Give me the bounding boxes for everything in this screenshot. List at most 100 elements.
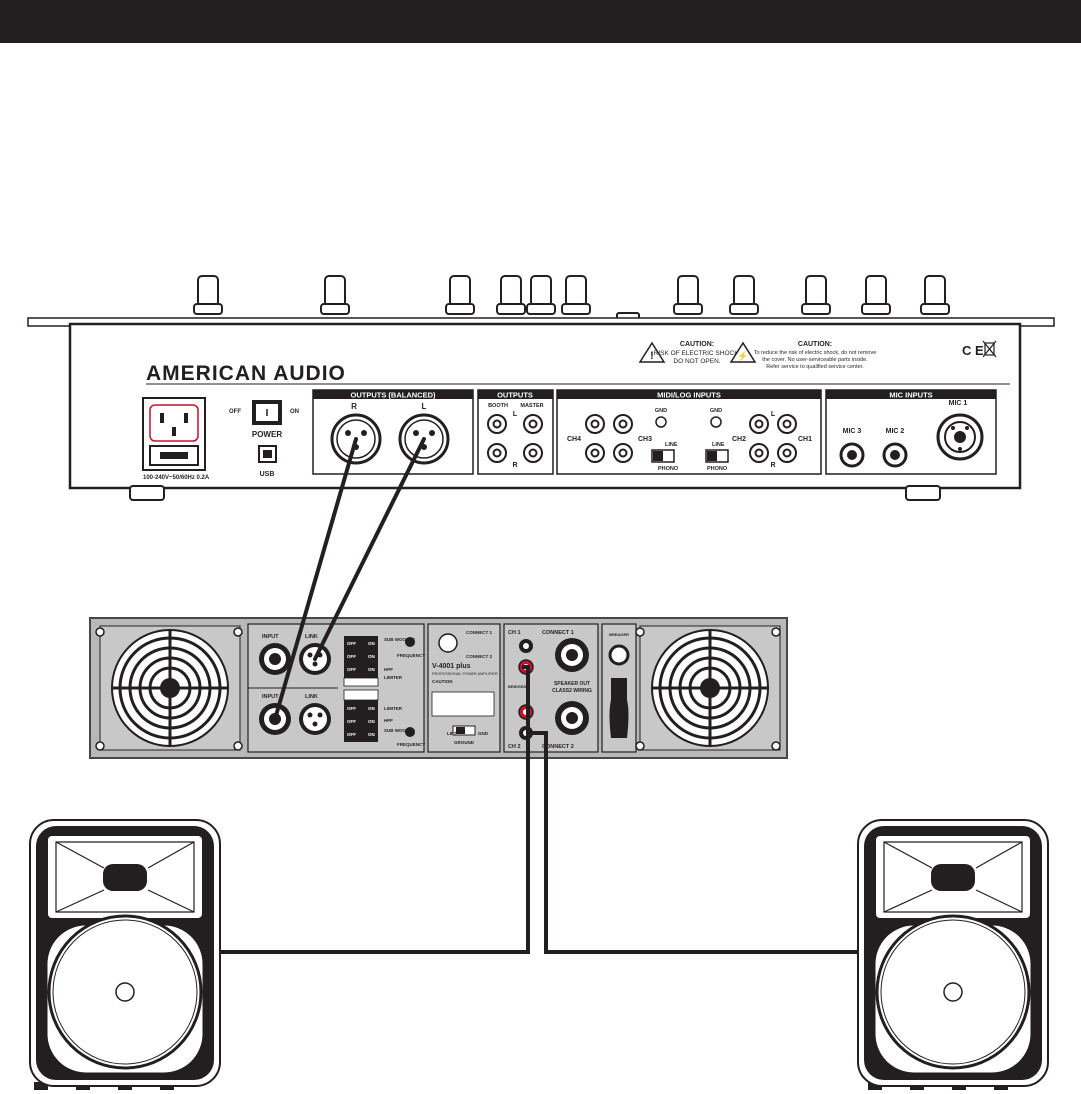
amp-frequency-knob-ch1[interactable] (405, 637, 415, 647)
svg-text:OFF: OFF (347, 667, 356, 672)
mixer-knob[interactable] (193, 275, 223, 315)
mic-inputs-section: MIC INPUTS MIC 3 MIC 2 MIC 1 (825, 389, 997, 475)
svg-text:BREAKER: BREAKER (609, 632, 629, 637)
svg-text:GND: GND (478, 731, 489, 736)
caution-service: CAUTION: To reduce the risk of electric … (754, 341, 877, 370)
svg-text:ON: ON (368, 667, 375, 672)
ground-terminal-right[interactable] (710, 416, 722, 428)
svg-text:LIFT: LIFT (447, 731, 457, 736)
amp-screws (95, 627, 781, 751)
mixer-brand: AMERICAN AUDIO (146, 362, 346, 385)
svg-text:FREQUENCY: FREQUENCY (397, 742, 425, 747)
jack-mic3[interactable] (839, 442, 865, 468)
svg-text:LINK: LINK (305, 634, 318, 640)
svg-text:GROUND: GROUND (454, 740, 475, 745)
svg-text:ON: ON (368, 641, 375, 646)
svg-text:LINK: LINK (305, 694, 318, 700)
rca-outputs-section: OUTPUTS BOOTH MASTER L R (477, 389, 554, 475)
svg-text:ON: ON (368, 706, 375, 711)
svg-text:CAUTION: CAUTION (432, 679, 453, 684)
mixer-knob[interactable] (673, 275, 703, 315)
binding-post-ch1-negative[interactable] (519, 639, 533, 653)
amp-link-ch2-xlr[interactable] (299, 703, 331, 735)
svg-text:OUTPUTS: OUTPUTS (497, 391, 533, 400)
amp-mode-selector[interactable] (438, 633, 458, 653)
svg-text:L: L (513, 411, 518, 418)
balanced-outputs-section: OUTPUTS (BALANCED) R L (312, 389, 474, 475)
svg-text:CH3: CH3 (638, 436, 652, 443)
combo-jack-mic1[interactable] (936, 413, 984, 461)
speakon-connect2[interactable] (555, 701, 589, 735)
svg-text:CONNECT 2: CONNECT 2 (466, 654, 492, 659)
svg-text:To reduce the risk of electric: To reduce the risk of electric shock, do… (754, 350, 877, 356)
svg-text:OFF: OFF (229, 409, 241, 415)
speakon-connect1[interactable] (555, 638, 589, 672)
mixer-knob[interactable] (861, 275, 891, 315)
speaker-cable-right (526, 731, 860, 954)
svg-text:ON: ON (368, 719, 375, 724)
svg-text:ON: ON (368, 654, 375, 659)
svg-text:MIC 2: MIC 2 (886, 428, 905, 435)
speaker-right-tweeter (931, 864, 975, 891)
amp-breaker-button[interactable] (608, 644, 630, 666)
svg-text:SPEAKER OUT: SPEAKER OUT (554, 681, 590, 687)
svg-text:CH2: CH2 (732, 436, 746, 443)
svg-text:INPUT: INPUT (262, 694, 279, 700)
mixer-knob[interactable] (526, 275, 556, 315)
svg-text:OUTPUTS (BALANCED): OUTPUTS (BALANCED) (351, 391, 436, 400)
svg-text:L: L (422, 402, 427, 411)
svg-text:GND: GND (710, 408, 722, 414)
line-inputs-section: MIDI/LOG INPUTS CH4 CH3 CH2 CH1 L R GND … (556, 389, 822, 475)
jack-mic2[interactable] (882, 442, 908, 468)
weee-icon (982, 340, 997, 358)
caution-electric-shock: ! CAUTION: RISK OF ELECTRIC SHOCK! DO NO… (638, 341, 757, 365)
svg-text:MIC 3: MIC 3 (843, 428, 862, 435)
speaker-right (857, 819, 1049, 1090)
amp-power-cord (609, 678, 629, 738)
svg-text:CAUTION:: CAUTION: (680, 341, 714, 348)
power-section: 100-240V~50/60Hz 0.2A OFF ON POWER USB (142, 397, 299, 481)
mixer-knob[interactable] (729, 275, 759, 315)
svg-text:MASTER: MASTER (520, 403, 543, 409)
cooling-fan-right (639, 625, 781, 751)
mixer-knob[interactable] (445, 275, 475, 315)
svg-text:ON: ON (368, 732, 375, 737)
cooling-fan-left (99, 625, 241, 751)
svg-text:MIDI/LOG INPUTS: MIDI/LOG INPUTS (657, 391, 721, 400)
svg-text:BRIDGED: BRIDGED (508, 684, 527, 689)
header-bar (0, 0, 1081, 43)
svg-text:R: R (351, 402, 357, 411)
svg-text:SUB WOOFER: SUB WOOFER (384, 637, 416, 642)
ground-terminal-left[interactable] (655, 416, 667, 428)
svg-text:L: L (771, 411, 776, 418)
svg-text:PROFESSIONAL POWER AMPLIFIER: PROFESSIONAL POWER AMPLIFIER (432, 672, 498, 676)
svg-text:ON: ON (290, 409, 299, 415)
svg-text:MIC INPUTS: MIC INPUTS (889, 391, 932, 400)
svg-text:CH 2: CH 2 (508, 744, 521, 750)
mixer-knob[interactable] (320, 275, 350, 315)
svg-text:FREQUENCY: FREQUENCY (397, 653, 425, 658)
amp-frequency-knob-ch2[interactable] (405, 727, 415, 737)
svg-text:GND: GND (655, 408, 667, 414)
mixer-knob[interactable] (496, 275, 526, 315)
cable-mixer-r-to-amp-ch2 (273, 437, 358, 721)
mixer-knob[interactable] (920, 275, 950, 315)
amp-power-panel: BREAKER (601, 623, 637, 753)
svg-text:PHONO: PHONO (707, 466, 728, 472)
amp-mode-panel: CONNECT 1 CONNECT 2 V-4001 plus PROFESSI… (427, 623, 501, 753)
svg-text:CH4: CH4 (567, 436, 581, 443)
mixer-knob[interactable] (801, 275, 831, 315)
svg-text:LINE: LINE (712, 442, 725, 448)
svg-text:OFF: OFF (347, 706, 356, 711)
svg-text:R: R (770, 462, 775, 469)
amp-input-ch1-combo[interactable] (259, 643, 291, 675)
mixer-knob[interactable] (561, 275, 591, 315)
speaker-cable-left (220, 665, 530, 954)
xlr-cables (273, 437, 426, 721)
svg-text:CH1: CH1 (798, 436, 812, 443)
cable-mixer-l-to-amp-ch1 (313, 437, 426, 661)
